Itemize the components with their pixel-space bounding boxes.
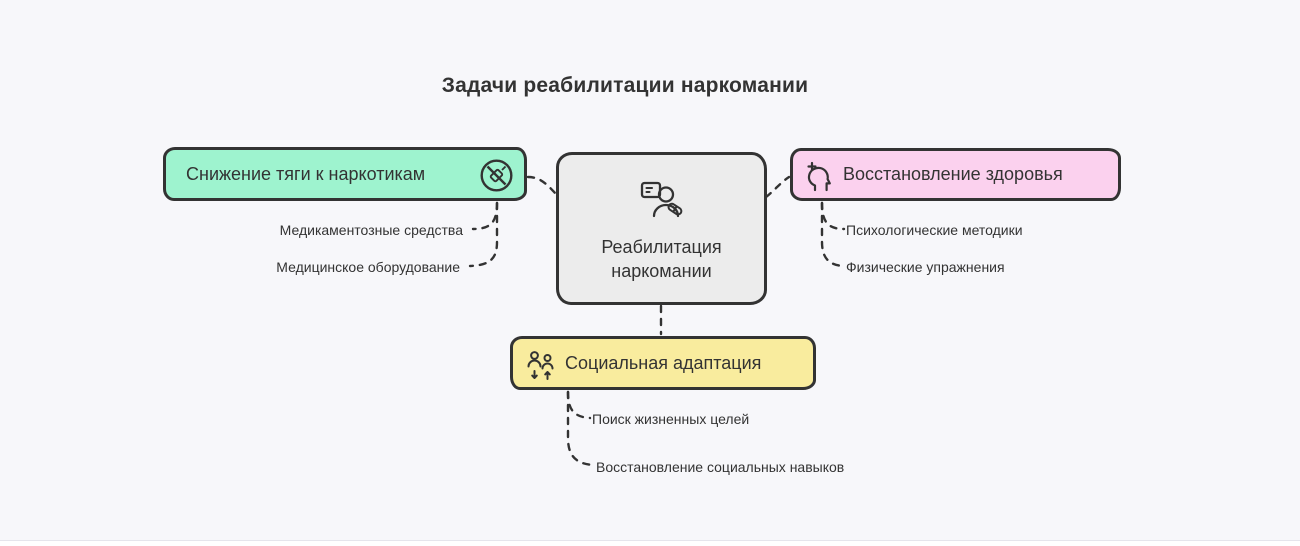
center-node-label: Реабилитация наркомании [601,236,722,281]
no-drugs-icon [478,157,515,194]
branch-bottom-child-0: Поиск жизненных целей [592,411,750,427]
edge-bottom-child-0 [566,390,592,420]
edge-left-child-0 [471,201,499,231]
branch-bottom-node: Социальная адаптация [510,336,816,390]
branch-bottom-label: Социальная адаптация [565,352,762,373]
page-bottom-edge [0,540,1300,546]
edge-bottom-child-1 [566,390,596,467]
social-people-icon [525,349,557,381]
diagram-title: Задачи реабилитации наркомании [441,74,809,97]
edge-right-child-1 [820,201,845,268]
branch-right-node: Восстановление здоровья [790,148,1121,201]
mental-health-icon [803,160,836,193]
edge-right-child-0 [820,201,846,231]
branch-left-child-1: Медицинское оборудование [276,259,460,275]
branch-left-child-0: Медикаментозные средства [279,222,463,238]
edge-center-to-right [764,175,791,199]
branch-left-label: Снижение тяги к наркотикам [186,163,426,184]
branch-bottom-child-1: Восстановление социальных навыков [596,459,845,475]
center-node: Реабилитация наркомании [556,152,767,305]
branch-right-child-0: Психологические методики [846,222,1023,238]
patient-prescription-icon [637,176,687,226]
branch-right-child-1: Физические упражнения [846,259,1005,275]
branch-left-node: Снижение тяги к наркотикам [163,147,527,201]
edge-left-child-1 [468,201,499,268]
branch-right-label: Восстановление здоровья [843,164,1063,184]
edge-left-to-center [526,175,559,197]
